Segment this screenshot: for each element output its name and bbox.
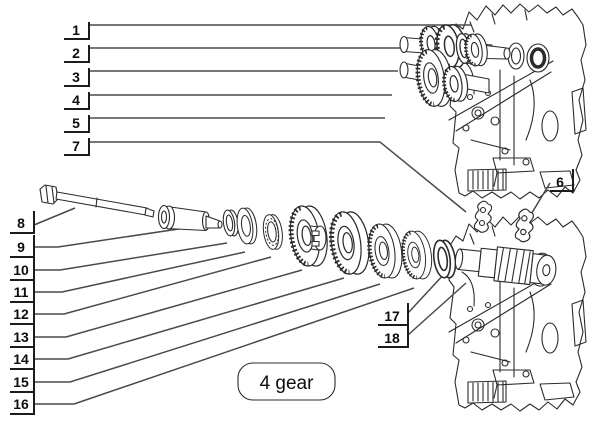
callout-5: 5 [64, 115, 90, 133]
callout-16: 16 [10, 392, 35, 415]
svg-text:3: 3 [72, 69, 80, 85]
part-gear-small [397, 226, 437, 284]
callout-14: 14 [10, 347, 35, 370]
svg-text:16: 16 [13, 396, 29, 412]
svg-text:2: 2 [72, 45, 80, 61]
leader-lines [33, 24, 551, 405]
svg-text:18: 18 [384, 330, 400, 346]
leader-line-13 [34, 269, 303, 338]
part-gear-large [327, 209, 372, 277]
leader-line-12 [34, 256, 272, 315]
part-washer [234, 206, 260, 246]
callout-6: 6 [550, 169, 574, 192]
leader-line-10 [34, 242, 228, 271]
svg-text:6: 6 [556, 174, 564, 190]
svg-text:12: 12 [13, 306, 29, 322]
gearbox-case-top [447, 2, 588, 201]
caption-label: 4 gear [260, 373, 315, 394]
svg-text:17: 17 [384, 308, 400, 324]
callout-8: 8 [10, 211, 35, 234]
leader-line-11 [34, 251, 246, 293]
part-synchro-hub [287, 203, 331, 269]
svg-text:5: 5 [72, 115, 80, 131]
leader-line-9 [34, 223, 213, 248]
callout-7: 7 [64, 138, 90, 156]
svg-text:1: 1 [72, 22, 80, 38]
svg-text:4: 4 [72, 92, 80, 108]
callout-11: 11 [10, 280, 35, 303]
part-gear-medium [366, 221, 405, 280]
leader-line-8 [33, 207, 76, 226]
svg-text:7: 7 [72, 138, 80, 154]
callouts: 1 2 3 4 5 6 7 8 [10, 22, 574, 415]
gearbox-case-bottom [447, 214, 588, 413]
exploded-parts [39, 184, 459, 284]
part-sleeve [157, 204, 223, 232]
part-bearing-race [260, 212, 285, 252]
lower-shaft-assembly [399, 47, 490, 109]
callout-2: 2 [64, 45, 90, 63]
caption-box: 4 gear [237, 362, 336, 401]
svg-text:13: 13 [13, 329, 29, 345]
callout-17: 17 [378, 303, 409, 326]
svg-text:9: 9 [17, 239, 25, 255]
leader-line-7 [89, 141, 467, 213]
callout-15: 15 [10, 370, 35, 393]
leader-line-14 [34, 277, 345, 360]
callout-13: 13 [10, 325, 35, 348]
leader-line-15 [34, 283, 381, 383]
svg-text:11: 11 [14, 284, 29, 300]
part-output-shaft [454, 246, 557, 287]
callout-4: 4 [64, 92, 90, 110]
leader-line-17 [407, 271, 447, 314]
svg-text:14: 14 [13, 351, 29, 367]
callout-1: 1 [64, 22, 90, 40]
callout-12: 12 [10, 302, 35, 325]
callout-18: 18 [378, 325, 409, 348]
svg-text:10: 10 [13, 262, 29, 278]
leader-line-18 [407, 282, 467, 336]
callout-9: 9 [10, 235, 35, 258]
callout-3: 3 [64, 68, 90, 87]
part-bolt [39, 184, 155, 218]
svg-text:15: 15 [13, 374, 29, 390]
leader-line-16 [34, 287, 415, 405]
callout-10: 10 [10, 258, 35, 281]
svg-text:8: 8 [17, 215, 25, 231]
